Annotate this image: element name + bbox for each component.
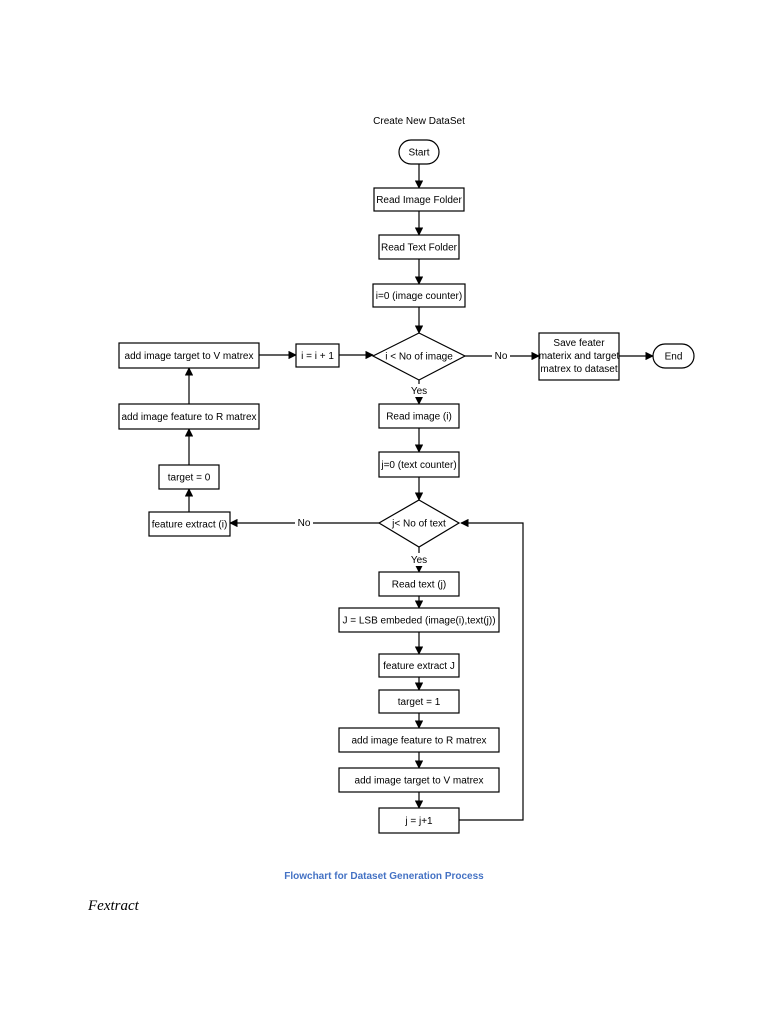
- svg-text:i = i + 1: i = i + 1: [301, 351, 334, 362]
- node-cond-i: i < No of image: [371, 332, 467, 381]
- svg-text:add image feature to R matrex: add image feature to R matrex: [121, 412, 256, 423]
- svg-text:target = 0: target = 0: [168, 473, 211, 484]
- svg-text:Read image (i): Read image (i): [386, 412, 452, 423]
- svg-text:Read text (j): Read text (j): [392, 580, 446, 591]
- edge-label-cond-i-no: No: [495, 351, 508, 362]
- edge-label-cond-i-yes: Yes: [411, 386, 427, 397]
- node-init-i: i=0 (image counter): [372, 283, 466, 308]
- svg-text:i=0 (image counter): i=0 (image counter): [376, 291, 462, 302]
- svg-text:Read Text Folder: Read Text Folder: [381, 243, 458, 254]
- edges: [184, 164, 654, 821]
- svg-text:feature extract J: feature extract J: [383, 661, 455, 672]
- node-lsb-embed: J = LSB embeded (image(i),text(j)): [338, 607, 500, 633]
- svg-text:Read Image Folder: Read Image Folder: [376, 195, 462, 206]
- node-init-j: j=0 (text counter): [378, 451, 460, 478]
- svg-text:j=0 (text counter): j=0 (text counter): [380, 460, 456, 471]
- node-add-feature-r-left: add image feature to R matrex: [118, 403, 260, 430]
- node-read-text-j: Read text (j): [378, 571, 460, 597]
- svg-text:Start: Start: [408, 148, 429, 159]
- node-read-text-folder: Read Text Folder: [378, 234, 460, 260]
- node-read-image-i: Read image (i): [378, 403, 460, 429]
- svg-text:add image feature to R matrex: add image feature to R matrex: [351, 736, 486, 747]
- svg-text:materix and target: materix and target: [539, 351, 620, 362]
- svg-text:J = LSB embeded (image(i),text: J = LSB embeded (image(i),text(j)): [342, 616, 495, 627]
- edge-label-cond-j-no: No: [298, 518, 311, 529]
- svg-text:Save feater: Save feater: [553, 338, 605, 349]
- svg-text:j< No of text: j< No of text: [391, 519, 446, 530]
- node-end: End: [652, 343, 695, 369]
- svg-text:feature extract (i): feature extract (i): [152, 520, 228, 531]
- svg-text:add image target to V matrex: add image target to V matrex: [355, 776, 484, 787]
- node-target-one: target = 1: [378, 689, 460, 714]
- edge-inc-j-loop-to-cond-j: [459, 518, 524, 821]
- node-add-feature-r: add image feature to R matrex: [338, 727, 500, 753]
- svg-text:matrex to dataset: matrex to dataset: [540, 364, 617, 375]
- node-add-target-v: add image target to V matrex: [338, 767, 500, 793]
- diagram-title: Create New DataSet: [373, 116, 465, 127]
- svg-text:add image target to V matrex: add image target to V matrex: [125, 351, 254, 362]
- node-feature-extract-j: feature extract J: [378, 653, 460, 678]
- node-target-zero: target = 0: [158, 464, 220, 490]
- svg-text:End: End: [665, 352, 683, 363]
- node-add-target-v-left: add image target to V matrex: [118, 342, 260, 369]
- node-cond-j: j< No of text: [377, 499, 461, 548]
- node-save: Save feater materix and target matrex to…: [538, 332, 620, 381]
- node-inc-i: i = i + 1: [295, 343, 340, 368]
- edge-label-cond-j-yes: Yes: [411, 555, 427, 566]
- node-start: Start: [398, 139, 440, 165]
- node-read-image-folder: Read Image Folder: [373, 187, 465, 212]
- svg-text:target = 1: target = 1: [398, 697, 441, 708]
- svg-text:i < No of image: i < No of image: [385, 352, 453, 363]
- svg-text:j = j+1: j = j+1: [404, 816, 433, 827]
- node-inc-j: j = j+1: [378, 807, 460, 834]
- node-feature-extract-i: feature extract (i): [148, 511, 231, 537]
- body-text-fextract: Fextract: [88, 898, 139, 914]
- edge-labels: No Yes No Yes: [295, 349, 510, 566]
- figure-caption: Flowchart for Dataset Generation Process: [284, 871, 484, 882]
